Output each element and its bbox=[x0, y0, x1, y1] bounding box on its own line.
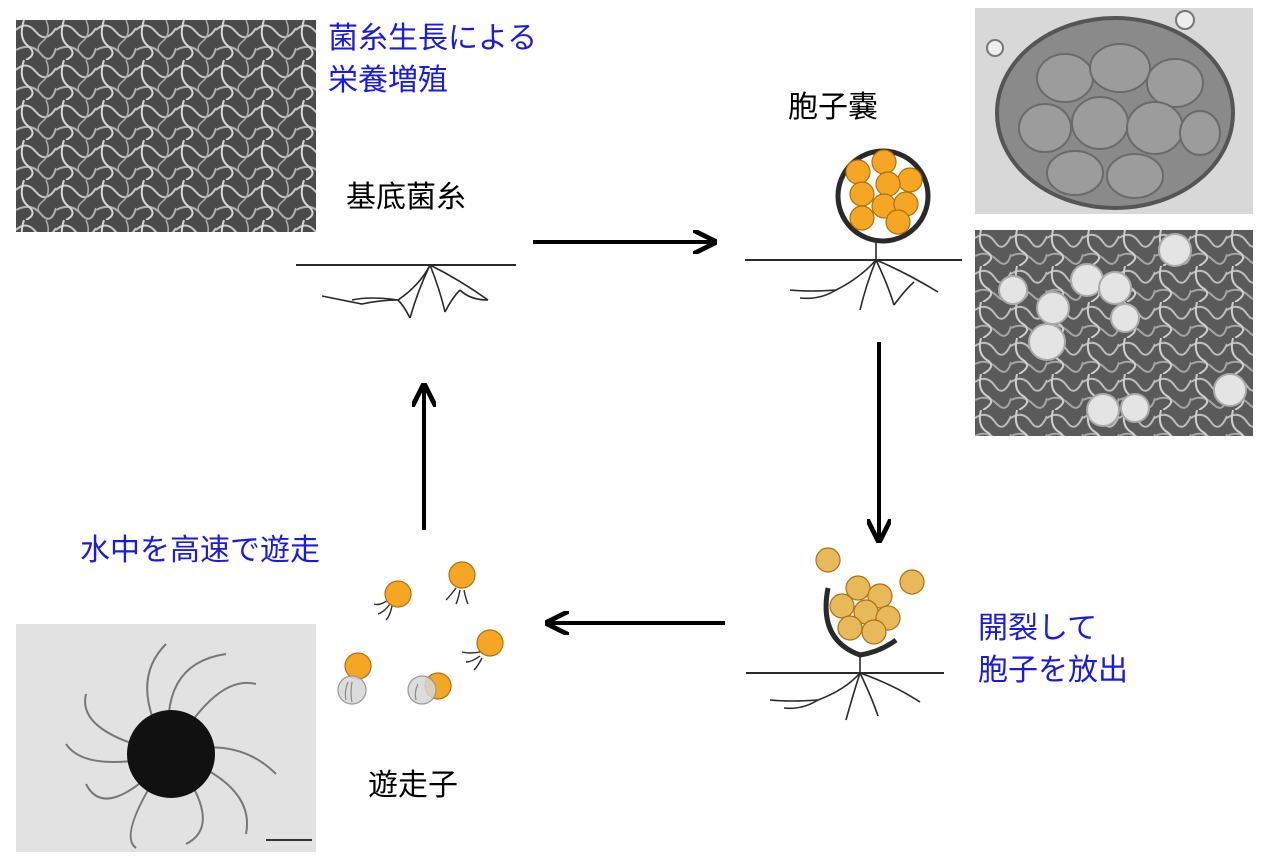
sporangium-release-drawing bbox=[746, 547, 944, 721]
release-note: 開裂して 胞子を放出 bbox=[978, 608, 1128, 692]
sporangium-label: 胞子嚢 bbox=[788, 90, 878, 125]
swimming-note-line: 水中を高速で遊走 bbox=[80, 533, 320, 568]
release-note-line2: 胞子を放出 bbox=[978, 653, 1128, 688]
vegetative-note-line2: 栄養増殖 bbox=[328, 63, 448, 98]
vegetative-growth-note: 菌糸生長による 栄養増殖 bbox=[328, 18, 537, 102]
sporangium-drawing bbox=[745, 148, 962, 311]
basal-hyphae-drawing bbox=[296, 264, 516, 319]
zoospores-drawing bbox=[337, 561, 504, 705]
tem-zoospore-photo bbox=[16, 624, 316, 852]
sem-hyphae-photo bbox=[16, 20, 316, 232]
vegetative-note-line1: 菌糸生長による bbox=[328, 21, 538, 56]
zoospore-label: 遊走子 bbox=[368, 768, 458, 803]
swimming-note: 水中を高速で遊走 bbox=[80, 530, 320, 572]
sem-sporangia-photo bbox=[975, 230, 1253, 436]
release-note-line1: 開裂して bbox=[978, 611, 1098, 646]
basal-hyphae-label: 基底菌糸 bbox=[346, 180, 466, 215]
tem-sporangium-photo bbox=[975, 8, 1253, 214]
